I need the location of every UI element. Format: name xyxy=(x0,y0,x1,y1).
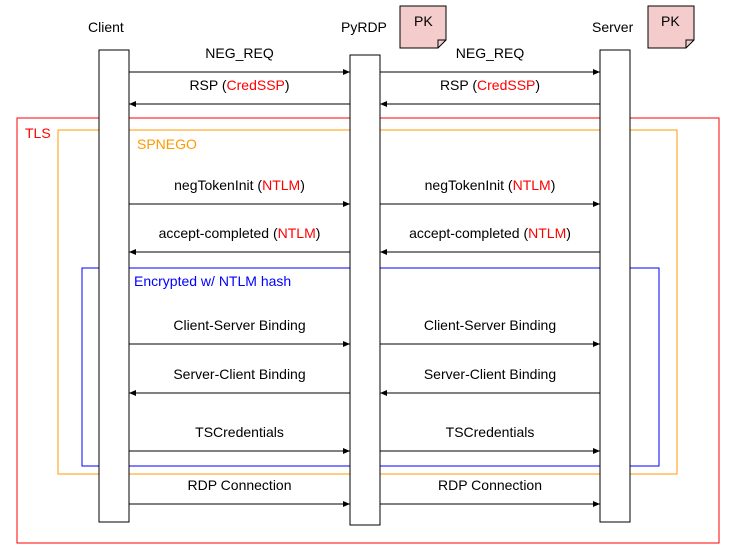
pyrdp-key-label: PK xyxy=(414,13,433,29)
label-segment: ) xyxy=(285,77,290,93)
label-segment: negTokenInit ( xyxy=(174,177,262,193)
tls-label: TLS xyxy=(25,125,51,141)
message-label: Server-Client Binding xyxy=(173,366,305,382)
label-segment: ) xyxy=(535,77,540,93)
protocol-highlight: NTLM xyxy=(513,177,551,193)
message-label: Client-Server Binding xyxy=(173,317,305,333)
protocol-highlight: NTLM xyxy=(262,177,300,193)
protocol-highlight: NTLM xyxy=(528,225,566,241)
server-key-note: PK xyxy=(647,5,695,49)
client-actor-label: Client xyxy=(88,19,124,35)
message-label: negTokenInit (NTLM) xyxy=(425,177,556,193)
message-label: RDP Connection xyxy=(187,477,291,493)
label-segment: ) xyxy=(300,177,305,193)
message-label: RSP (CredSSP) xyxy=(440,77,540,93)
message-label: Server-Client Binding xyxy=(424,366,556,382)
label-segment: RSP ( xyxy=(440,77,477,93)
pyrdp-key-note: PK xyxy=(399,5,447,49)
label-segment: ) xyxy=(551,177,556,193)
message-label: negTokenInit (NTLM) xyxy=(174,177,305,193)
message-label: RSP (CredSSP) xyxy=(189,77,289,93)
label-segment: Server-Client Binding xyxy=(173,366,305,382)
protocol-highlight: CredSSP xyxy=(227,77,285,93)
label-segment: ) xyxy=(316,225,321,241)
label-segment: accept-completed ( xyxy=(409,225,528,241)
label-segment: RDP Connection xyxy=(438,477,542,493)
label-segment: TSCredentials xyxy=(195,424,284,440)
label-segment: NEG_REQ xyxy=(456,45,525,61)
server-actor-label: Server xyxy=(592,19,634,35)
message-label: Client-Server Binding xyxy=(424,317,556,333)
protocol-highlight: CredSSP xyxy=(477,77,535,93)
message-label: TSCredentials xyxy=(446,424,535,440)
message-label: TSCredentials xyxy=(195,424,284,440)
client-lifeline xyxy=(98,49,130,523)
message-label: NEG_REQ xyxy=(456,45,525,61)
protocol-highlight: NTLM xyxy=(278,225,316,241)
message-label: accept-completed (NTLM) xyxy=(409,225,571,241)
label-segment: RSP ( xyxy=(189,77,226,93)
label-segment: Client-Server Binding xyxy=(173,317,305,333)
message-label: accept-completed (NTLM) xyxy=(159,225,321,241)
spnego-label: SPNEGO xyxy=(137,136,197,152)
server-key-label: PK xyxy=(661,13,680,29)
label-segment: NEG_REQ xyxy=(205,45,274,61)
message-label: RDP Connection xyxy=(438,477,542,493)
pyrdp-actor-label: PyRDP xyxy=(341,19,387,35)
encrypted-label: Encrypted w/ NTLM hash xyxy=(134,273,291,289)
label-segment: RDP Connection xyxy=(187,477,291,493)
message-label: NEG_REQ xyxy=(205,45,274,61)
server-lifeline xyxy=(599,49,631,523)
label-segment: Server-Client Binding xyxy=(424,366,556,382)
label-segment: negTokenInit ( xyxy=(425,177,513,193)
label-segment: Client-Server Binding xyxy=(424,317,556,333)
label-segment: accept-completed ( xyxy=(159,225,278,241)
label-segment: ) xyxy=(566,225,571,241)
pyrdp-lifeline xyxy=(349,54,381,526)
label-segment: TSCredentials xyxy=(446,424,535,440)
